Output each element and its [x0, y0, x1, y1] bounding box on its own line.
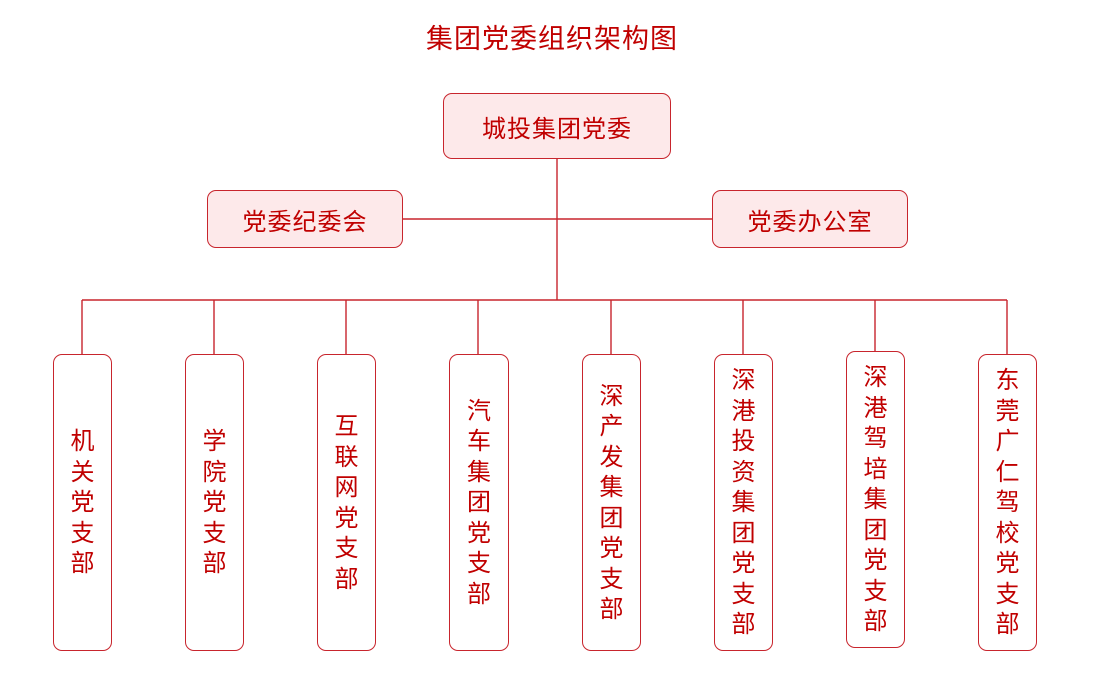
- chart-title: 集团党委组织架构图: [426, 24, 678, 55]
- branch-node: 机关党支部: [53, 354, 112, 651]
- branch-node-label: 学院党支部: [202, 427, 227, 578]
- branch-node-label: 汽车集团党支部: [467, 396, 491, 608]
- root-node-label: 城投集团党委: [482, 114, 632, 143]
- side-node-label: 党委纪委会: [242, 207, 368, 236]
- branch-node-label: 互联网党支部: [334, 412, 359, 593]
- branch-node: 互联网党支部: [317, 354, 376, 651]
- branch-node: 东莞广仁驾校党支部: [978, 354, 1037, 651]
- side-node-discipline-committee: 党委纪委会: [207, 190, 403, 248]
- branch-node: 学院党支部: [185, 354, 244, 651]
- side-node-party-office: 党委办公室: [712, 190, 908, 248]
- branch-node-label: 深港投资集团党支部: [731, 366, 756, 639]
- branch-node-label: 机关党支部: [70, 427, 95, 578]
- side-node-label: 党委办公室: [747, 207, 873, 236]
- branch-node-label: 深港驾培集团党支部: [863, 363, 888, 636]
- branch-node-label: 东莞广仁驾校党支部: [995, 366, 1020, 639]
- root-node: 城投集团党委: [443, 93, 671, 159]
- branch-node-label: 深产发集团党支部: [599, 381, 624, 624]
- branch-node: 深港投资集团党支部: [714, 354, 773, 651]
- branch-node: 汽车集团党支部: [449, 354, 509, 651]
- branch-node: 深产发集团党支部: [582, 354, 641, 651]
- branch-node: 深港驾培集团党支部: [846, 351, 905, 648]
